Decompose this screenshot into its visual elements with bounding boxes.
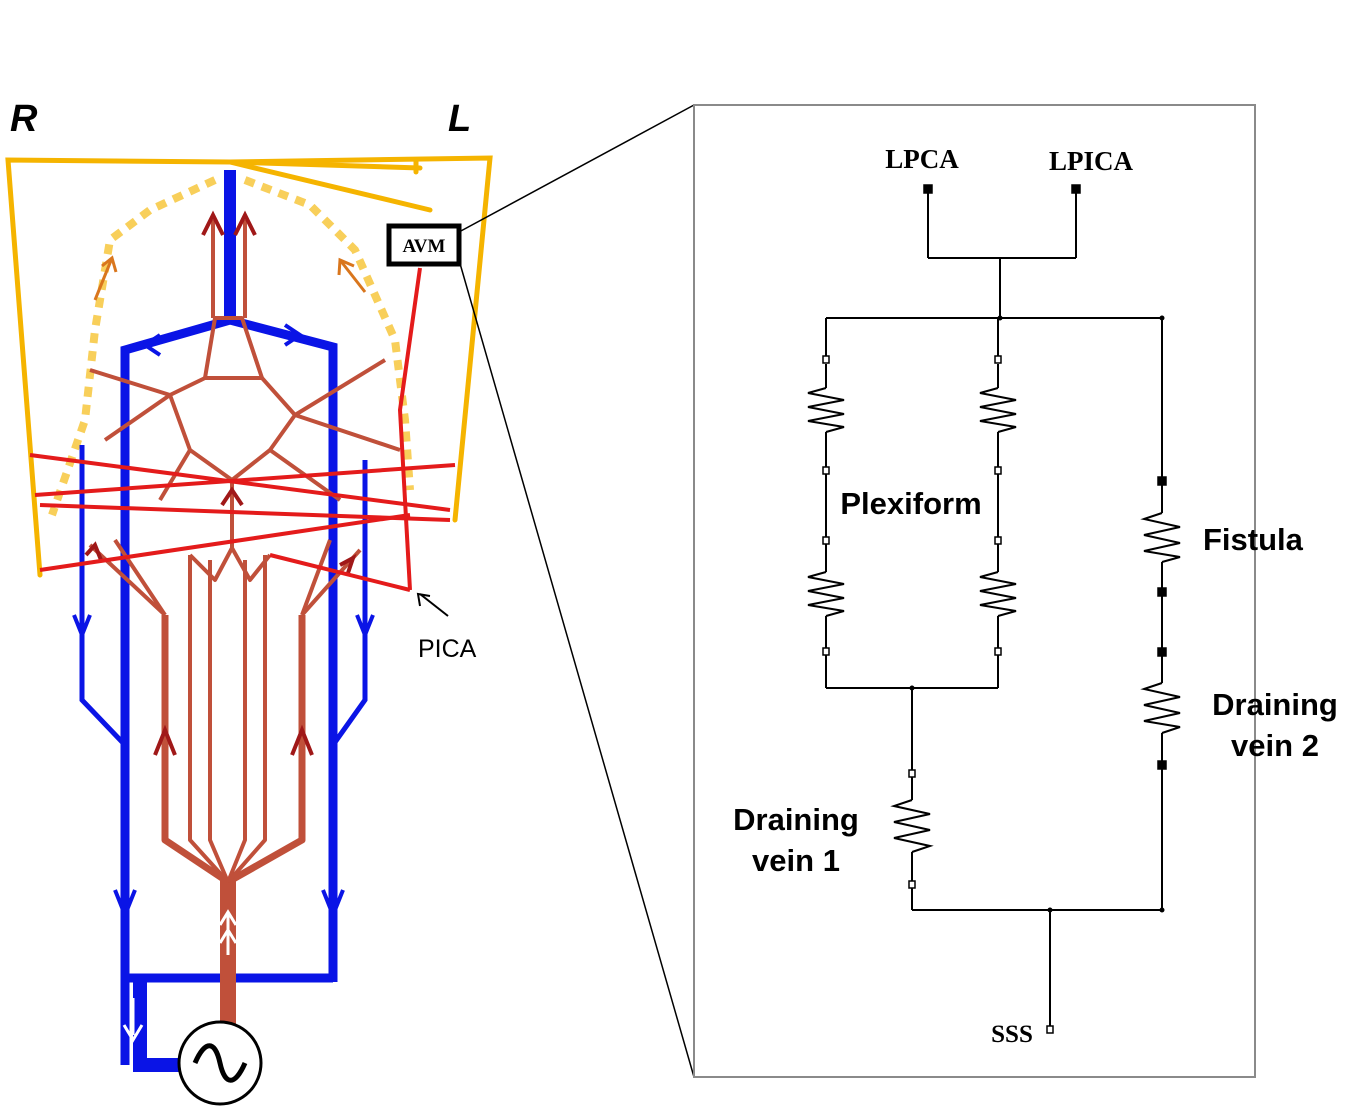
draining-vein-2-label-line1: Draining (1212, 687, 1338, 722)
resistor-fistula (1140, 512, 1181, 563)
resistor-plexiform-left-top (807, 387, 845, 433)
circuit-terminals (822, 184, 1167, 1034)
circuit-frame (693, 104, 1256, 1078)
arterial-tree (88, 220, 401, 1030)
input-label-lpca: LPCA (885, 144, 959, 174)
avm-label: AVM (403, 236, 446, 257)
collateral-arrows (93, 255, 367, 301)
input-label-lpica: LPICA (1049, 146, 1134, 176)
resistor-draining-vein-2 (1140, 682, 1181, 734)
side-label-left: L (448, 98, 471, 140)
pica-vessels (29, 267, 456, 592)
pica-pointer (416, 592, 449, 617)
fistula-label: Fistula (1203, 522, 1304, 557)
avm-box: AVM (386, 223, 462, 267)
white-vein-arrow (122, 998, 144, 1043)
resistor-plexiform-right-top (979, 387, 1017, 433)
draining-vein-2-label-line2: vein 2 (1231, 728, 1319, 763)
arterial-arrows (84, 210, 357, 756)
draining-vein-1-label-line2: vein 1 (752, 843, 840, 878)
side-label-right: R (10, 98, 38, 140)
resistor-plexiform-left-bottom (807, 571, 845, 617)
vascular-network: AVM PICA R L (5, 98, 695, 1106)
circuit-junctions (909, 315, 1165, 913)
plexiform-label: Plexiform (840, 486, 981, 521)
zoom-line-top (458, 104, 695, 233)
ac-source-icon (177, 1020, 263, 1106)
resistor-plexiform-right-bottom (979, 571, 1017, 617)
collateral-pathways (5, 155, 493, 578)
venous-system (72, 170, 375, 1072)
draining-vein-1-label-line1: Draining (733, 802, 859, 837)
white-artery-arrows (218, 909, 238, 955)
circuit-panel: LPCA LPICA Plexiform Fistula Draining ve… (693, 104, 1338, 1078)
pica-label: PICA (418, 635, 477, 663)
zoom-line-bottom (458, 259, 695, 1078)
output-label-sss: SSS (991, 1021, 1033, 1048)
resistor-draining-vein-1 (890, 799, 934, 853)
